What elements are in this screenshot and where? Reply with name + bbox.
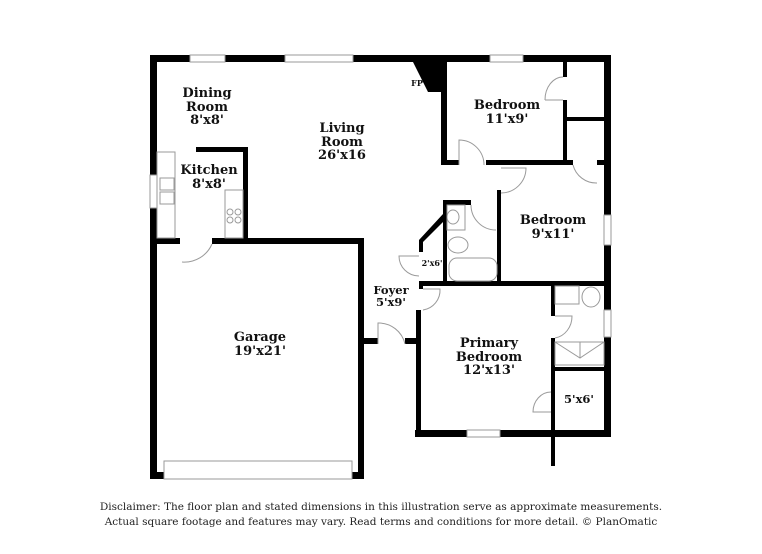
hall-closet-label: 2'x6'	[421, 258, 443, 268]
primary-bedroom-name-1: Primary	[459, 336, 519, 351]
bedroom-2-dims: 9'x11'	[531, 226, 575, 242]
living-room-label: Living Room 26'x16	[318, 122, 366, 163]
disclaimer: Disclaimer: The floor plan and stated di…	[0, 500, 762, 530]
living-room-name-2: Room	[321, 134, 363, 150]
living-room-name-1: Living	[319, 121, 365, 136]
kitchen-dims: 8'x8'	[192, 176, 226, 192]
bedroom-1-name: Bedroom	[473, 98, 541, 113]
bedroom-2-label: Bedroom 9'x11'	[520, 214, 586, 241]
dining-room-dims: 8'x8'	[190, 113, 224, 129]
garage-name: Garage	[233, 330, 287, 345]
bedroom-1-dims: 11'x9'	[485, 111, 529, 127]
disclaimer-line-2: Actual square footage and features may v…	[104, 516, 658, 528]
garage-label: Garage 19'x21'	[234, 331, 286, 358]
dining-room-name-2: Room	[186, 99, 228, 115]
primary-bedroom-label: Primary Bedroom 12'x13'	[456, 337, 522, 378]
fixtures	[149, 54, 612, 480]
foyer-name: Foyer	[373, 283, 409, 297]
bedroom-2-name: Bedroom	[519, 213, 587, 228]
living-room-dims: 26'x16	[318, 148, 366, 164]
kitchen-name: Kitchen	[180, 163, 238, 178]
fireplace-name: FP	[411, 78, 423, 88]
walk-in-closet-label: 5'x6'	[564, 393, 594, 405]
foyer-dims: 5'x9'	[376, 295, 406, 310]
hall-closet-dims: 2'x6'	[421, 258, 443, 268]
dining-room-label: Dining Room 8'x8'	[182, 87, 231, 128]
disclaimer-line-1: Disclaimer: The floor plan and stated di…	[99, 501, 663, 513]
kitchen-label: Kitchen 8'x8'	[180, 164, 237, 191]
walk-in-closet-dims: 5'x6'	[564, 392, 594, 406]
garage-dims: 19'x21'	[234, 343, 286, 359]
primary-bedroom-name-2: Bedroom	[455, 349, 523, 365]
foyer-label: Foyer 5'x9'	[373, 284, 408, 308]
dining-room-name-1: Dining	[182, 86, 232, 101]
primary-bedroom-dims: 12'x13'	[463, 363, 515, 379]
walls	[150, 55, 611, 479]
bedroom-1-label: Bedroom 11'x9'	[474, 99, 540, 126]
fireplace-label: FP	[411, 78, 423, 88]
